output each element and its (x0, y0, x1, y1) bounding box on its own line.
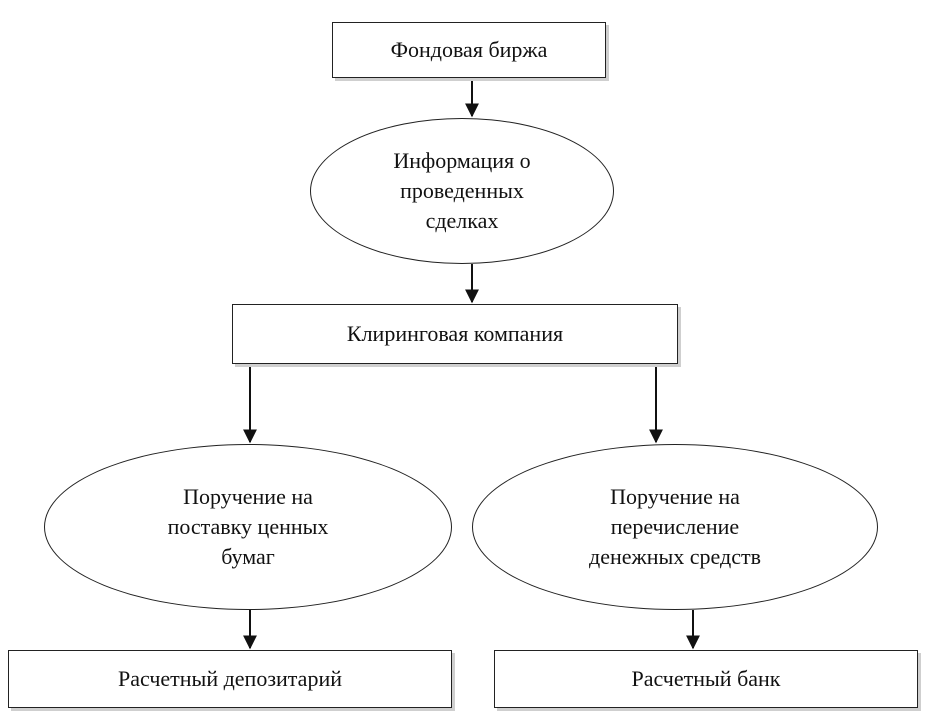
clearing-company-label: Клиринговая компания (346, 321, 564, 346)
trade-info-label: Информация о проведенных сделках (393, 148, 531, 233)
depository-label: Расчетный депозитарий (118, 666, 342, 691)
payment-order-label: Поручение на перечисление денежных средс… (589, 484, 761, 569)
bank-label: Расчетный банк (631, 666, 781, 691)
securities-order-ellipse: Поручение на поставку ценных бумаг (44, 444, 452, 610)
clearing-company-box: Клиринговая компания (232, 304, 678, 364)
exchange-box: Фондовая биржа (332, 22, 606, 78)
exchange-label: Фондовая биржа (390, 37, 548, 62)
bank-box: Расчетный банк (494, 650, 918, 708)
securities-order-label: Поручение на поставку ценных бумаг (167, 484, 329, 569)
payment-order-ellipse: Поручение на перечисление денежных средс… (472, 444, 878, 610)
depository-box: Расчетный депозитарий (8, 650, 452, 708)
trade-info-ellipse: Информация о проведенных сделках (310, 118, 614, 264)
